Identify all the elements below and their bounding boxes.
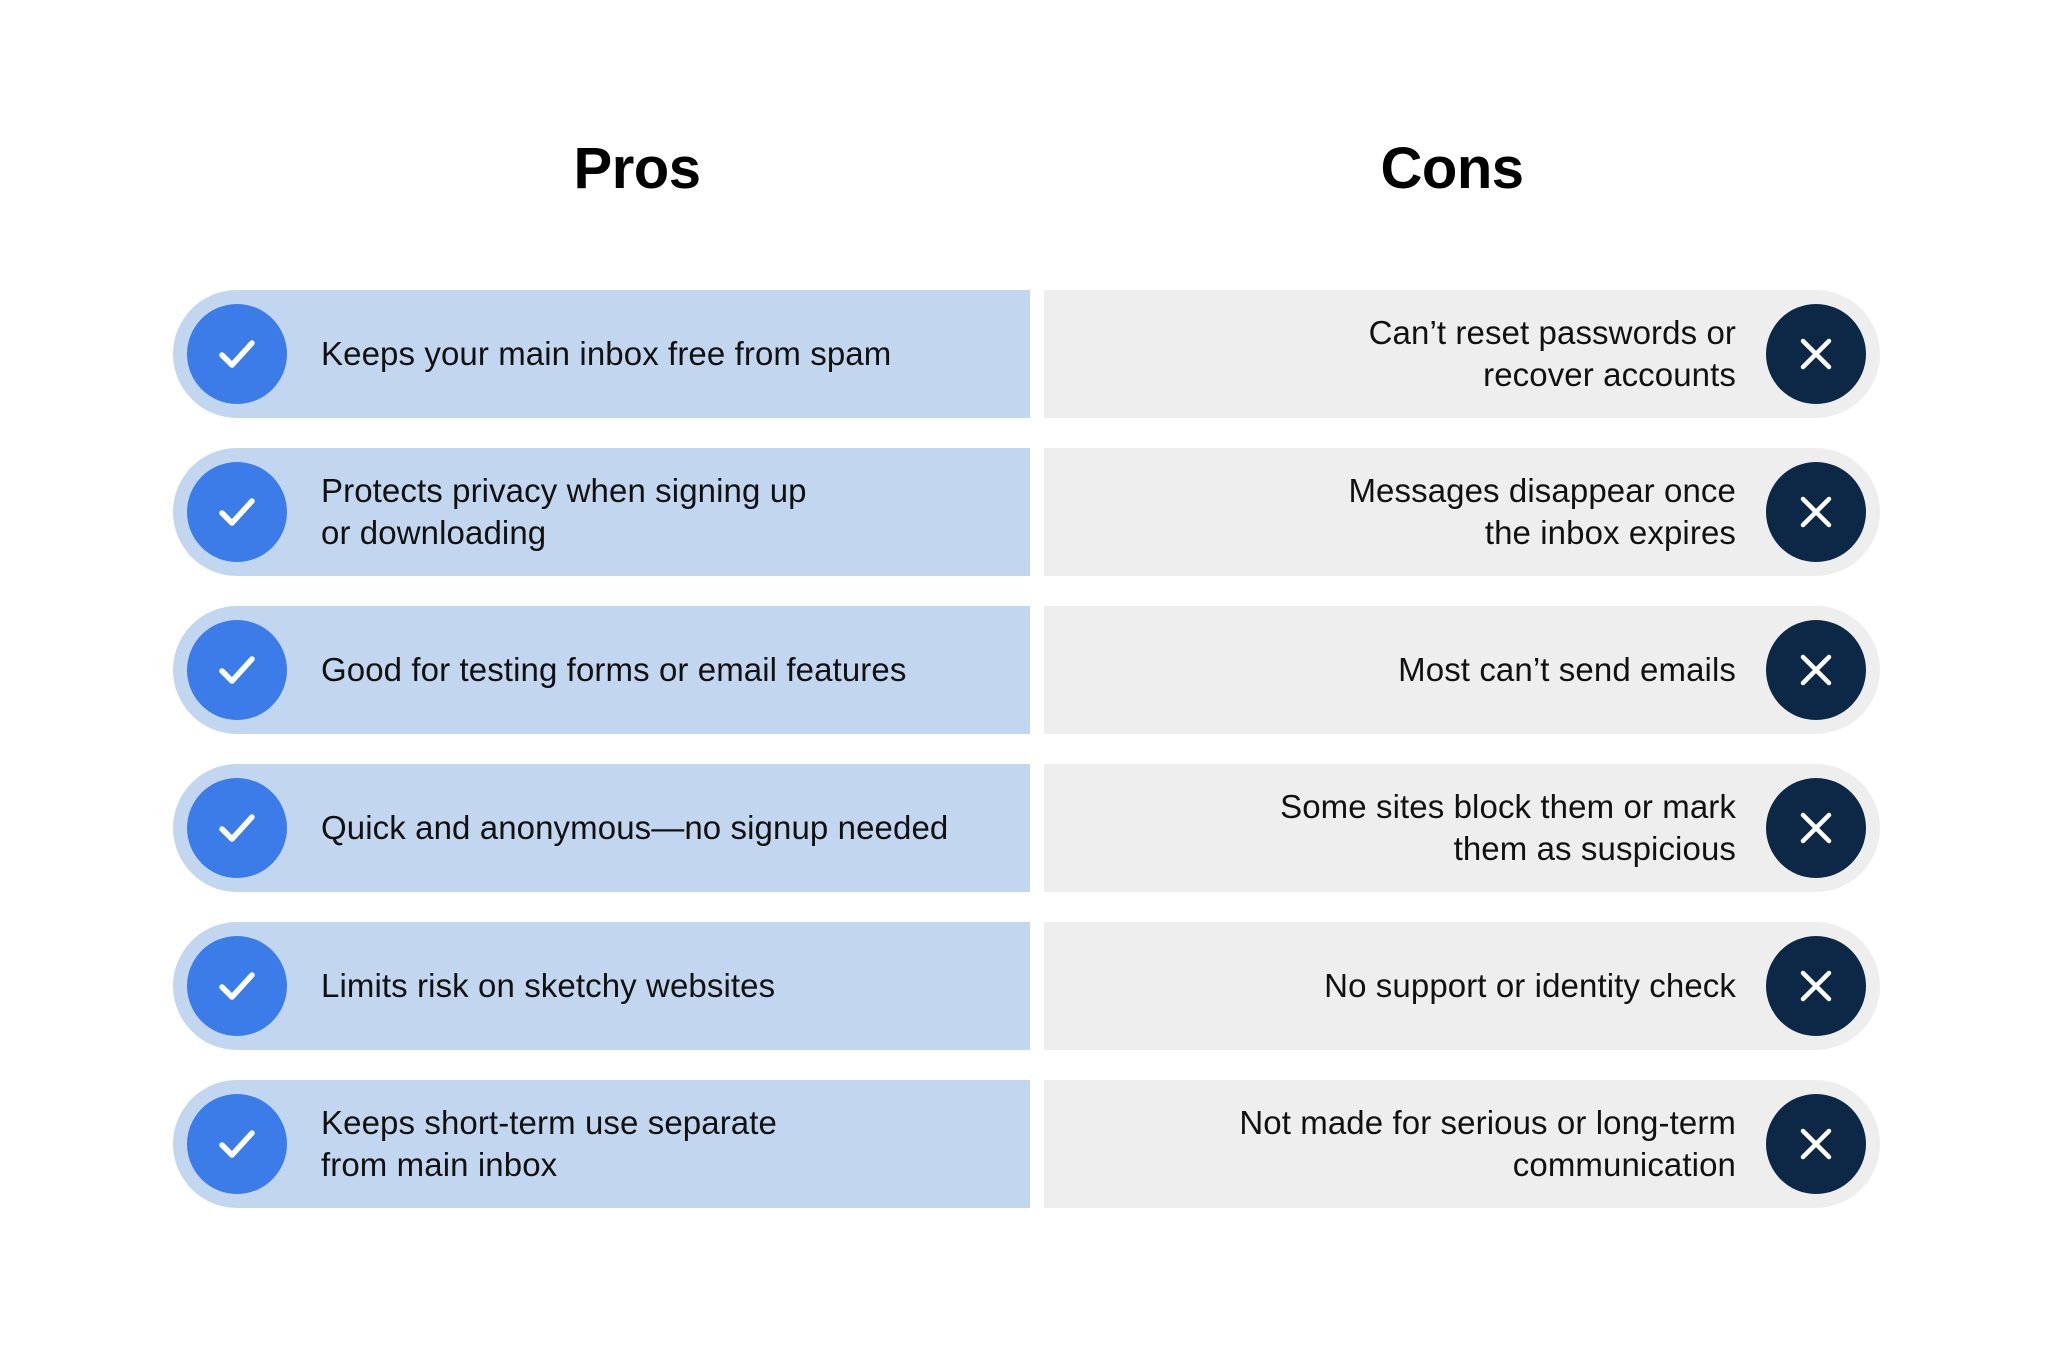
pros-column-heading: Pros — [573, 136, 701, 201]
con-item: Can’t reset passwords or recover accounts — [1044, 290, 1880, 418]
pro-item-text: Keeps short-term use separate from main i… — [321, 1102, 777, 1186]
pro-item-text: Limits risk on sketchy websites — [321, 965, 775, 1007]
con-item-line: Most can’t send emails — [1398, 650, 1736, 688]
con-item-text: Not made for serious or long-term communi… — [1239, 1102, 1736, 1186]
con-item-line: Some sites block them or mark — [1280, 787, 1736, 825]
con-item-text: Most can’t send emails — [1398, 649, 1736, 691]
pro-item-text: Good for testing forms or email features — [321, 649, 906, 691]
pro-item-line: from main inbox — [321, 1146, 558, 1183]
column-divider — [1030, 922, 1044, 1050]
check-icon — [187, 304, 287, 404]
comparison-rows: Keeps your main inbox free from spam Can’… — [0, 290, 2048, 1208]
con-item-line: communication — [1512, 1146, 1736, 1183]
con-item: Not made for serious or long-term communi… — [1044, 1080, 1880, 1208]
pro-item-line: Good for testing forms or email features — [321, 650, 907, 688]
con-item-text: Some sites block them or mark them as sus… — [1280, 786, 1736, 870]
con-item: No support or identity check — [1044, 922, 1880, 1050]
pro-item-text: Quick and anonymous—no signup needed — [321, 807, 948, 849]
con-item-line: the inbox expires — [1484, 514, 1736, 551]
con-item-text: No support or identity check — [1324, 965, 1736, 1007]
pro-item-text: Keeps your main inbox free from spam — [321, 333, 891, 375]
check-icon — [187, 1094, 287, 1194]
check-icon — [187, 462, 287, 562]
con-item-line: Not made for serious or long-term — [1239, 1103, 1736, 1141]
comparison-row: Protects privacy when signing up or downl… — [0, 448, 2048, 576]
pro-item: Good for testing forms or email features — [173, 606, 1030, 734]
pro-item: Limits risk on sketchy websites — [173, 922, 1030, 1050]
pro-item-text: Protects privacy when signing up or downl… — [321, 470, 807, 554]
comparison-row: Quick and anonymous—no signup needed Some… — [0, 764, 2048, 892]
column-divider — [1030, 764, 1044, 892]
pro-item-line: Quick and anonymous—no signup needed — [321, 808, 949, 846]
pro-item-line: or downloading — [321, 514, 547, 551]
con-item: Most can’t send emails — [1044, 606, 1880, 734]
con-item-line: them as suspicious — [1453, 830, 1736, 867]
check-icon — [187, 778, 287, 878]
column-divider — [1030, 290, 1044, 418]
comparison-row: Limits risk on sketchy websites No suppor… — [0, 922, 2048, 1050]
con-item-line: Messages disappear once — [1348, 471, 1736, 509]
pro-item-line: Keeps short-term use separate — [321, 1103, 777, 1141]
pro-item: Keeps your main inbox free from spam — [173, 290, 1030, 418]
headings-row: Pros Cons — [0, 0, 2048, 260]
con-item: Some sites block them or mark them as sus… — [1044, 764, 1880, 892]
pro-item: Protects privacy when signing up or downl… — [173, 448, 1030, 576]
close-icon — [1766, 936, 1866, 1036]
comparison-row: Keeps your main inbox free from spam Can’… — [0, 290, 2048, 418]
con-item-line: Can’t reset passwords or — [1368, 313, 1736, 351]
close-icon — [1766, 462, 1866, 562]
close-icon — [1766, 304, 1866, 404]
column-divider — [1030, 606, 1044, 734]
con-item-line: No support or identity check — [1324, 966, 1736, 1004]
pro-item-line: Keeps your main inbox free from spam — [321, 334, 892, 372]
con-item: Messages disappear once the inbox expires — [1044, 448, 1880, 576]
con-item-text: Messages disappear once the inbox expires — [1348, 470, 1736, 554]
close-icon — [1766, 620, 1866, 720]
check-icon — [187, 936, 287, 1036]
pro-item: Keeps short-term use separate from main i… — [173, 1080, 1030, 1208]
pro-item-line: Limits risk on sketchy websites — [321, 966, 776, 1004]
pro-item: Quick and anonymous—no signup needed — [173, 764, 1030, 892]
pro-item-line: Protects privacy when signing up — [321, 471, 807, 509]
column-divider — [1030, 448, 1044, 576]
con-item-line: recover accounts — [1483, 356, 1736, 393]
comparison-row: Good for testing forms or email features… — [0, 606, 2048, 734]
con-item-text: Can’t reset passwords or recover accounts — [1369, 312, 1736, 396]
column-divider — [1030, 1080, 1044, 1208]
close-icon — [1766, 1094, 1866, 1194]
check-icon — [187, 620, 287, 720]
comparison-row: Keeps short-term use separate from main i… — [0, 1080, 2048, 1208]
cons-column-heading: Cons — [1380, 136, 1525, 201]
close-icon — [1766, 778, 1866, 878]
